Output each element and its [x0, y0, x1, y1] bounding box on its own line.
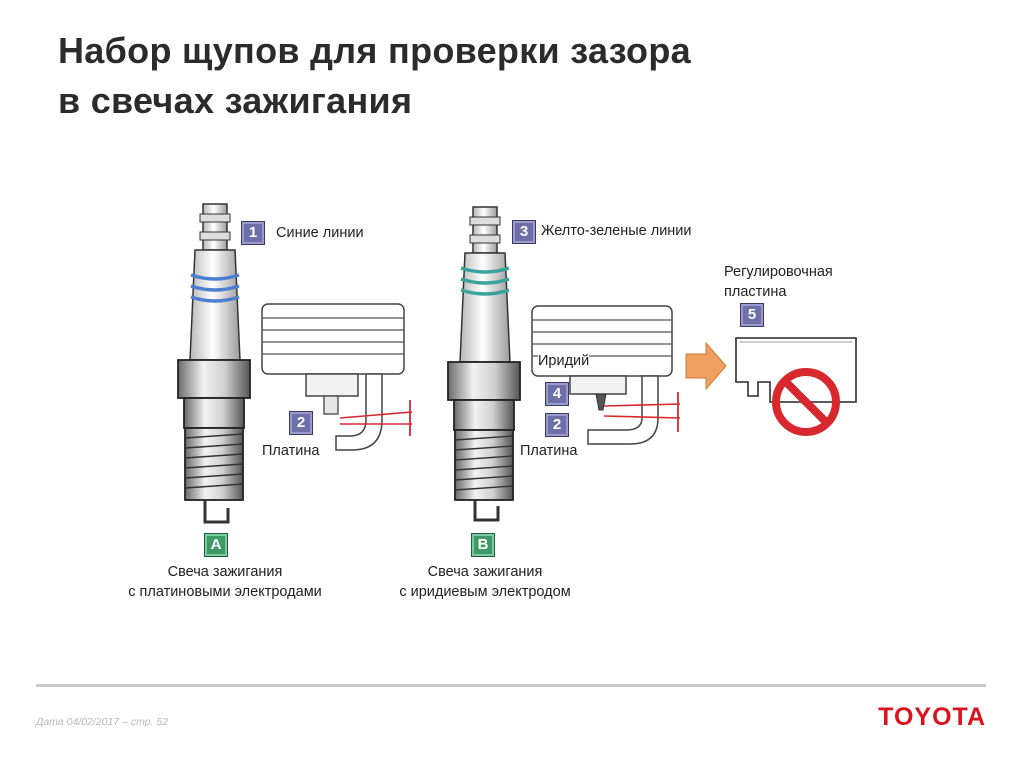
badge-a: A — [204, 533, 228, 557]
label-plug-a-line-1: Свеча зажигания — [167, 564, 283, 580]
prohibited-icon — [772, 368, 840, 436]
badge-1: 1 — [241, 221, 265, 245]
label-platinum-left: Платина — [262, 443, 320, 459]
toyota-logo: TOYOTA — [878, 703, 986, 731]
title-line-2: в свечах зажигания — [58, 80, 413, 121]
label-iridium: Иридий — [538, 351, 590, 371]
badge-5: 5 — [740, 303, 764, 327]
label-adjust-plate-1: Регулировочная — [724, 264, 833, 280]
title-line-1: Набор щупов для проверки зазора — [58, 30, 691, 71]
yellow-green-lines-marking — [460, 266, 510, 296]
label-platinum-right: Платина — [520, 443, 578, 459]
label-plug-b-line-2: с иридиевым электродом — [399, 584, 571, 600]
label-plug-b-line-1: Свеча зажигания — [427, 564, 543, 580]
footer-date: Дата 04/02/2017 – стр. 52 — [36, 716, 169, 728]
footer-divider — [36, 684, 986, 687]
badge-3: 3 — [512, 220, 536, 244]
arrow-icon — [685, 341, 727, 391]
label-adjust-plate-2: пластина — [724, 284, 787, 300]
badge-4: 4 — [545, 382, 569, 406]
gap-red-lines-b — [603, 392, 681, 432]
page-title: Набор щупов для проверки зазора в свечах… — [58, 26, 958, 126]
gap-red-lines-a — [339, 400, 413, 436]
badge-2-right: 2 — [545, 413, 569, 437]
spark-plug-a — [177, 203, 251, 524]
blue-lines-marking — [190, 273, 240, 303]
electrode-closeup-a — [261, 303, 413, 451]
label-yellow-green-lines: Желто-зеленые линии — [541, 223, 692, 239]
badge-b: B — [471, 533, 495, 557]
spark-plug-b — [447, 206, 521, 522]
badge-2-left: 2 — [289, 411, 313, 435]
label-blue-lines: Синие линии — [276, 225, 364, 241]
label-plug-a-line-2: с платиновыми электродами — [128, 584, 322, 600]
